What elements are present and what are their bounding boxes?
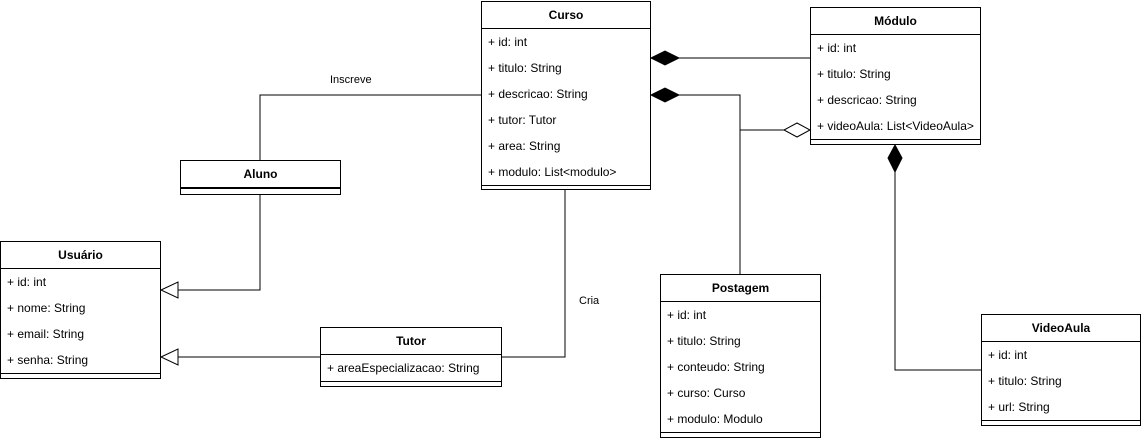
- attribute: + id: int: [817, 41, 857, 55]
- class-name: VideoAula: [982, 315, 1140, 342]
- attribute: + modulo: Modulo: [667, 412, 763, 426]
- attribute: + area: String: [488, 139, 561, 153]
- composition-diamond-modulo-videoaula: [887, 143, 903, 174]
- class-name: Módulo: [811, 8, 980, 35]
- attribute: + id: int: [7, 275, 47, 289]
- class-videoaula[interactable]: VideoAula + id: int + titulo: String + u…: [981, 314, 1141, 426]
- attribute: + titulo: String: [488, 61, 562, 75]
- attribute: + senha: String: [7, 353, 89, 367]
- operations-compartment: [181, 188, 340, 195]
- attribute: + descricao: String: [817, 93, 917, 107]
- operations-compartment: [811, 139, 980, 146]
- attribute: + id: int: [488, 35, 528, 49]
- composition-modulo-videoaula: [894, 172, 981, 371]
- label-cria: Cria: [579, 295, 600, 307]
- class-aluno[interactable]: Aluno: [180, 160, 341, 195]
- inheritance-arrow-aluno: [159, 281, 179, 299]
- operations-compartment: [321, 381, 501, 388]
- composition-curso-postagem: [678, 94, 741, 274]
- attribute: + titulo: String: [817, 67, 891, 81]
- attribute: + titulo: String: [667, 334, 741, 348]
- aggregation-diamond-modulo: [782, 122, 812, 138]
- class-name: Usuário: [1, 242, 160, 269]
- operations-compartment: [1, 373, 160, 380]
- class-name: Postagem: [661, 275, 820, 302]
- class-name: Tutor: [321, 328, 501, 355]
- class-modulo[interactable]: Módulo + id: int + titulo: String + desc…: [810, 7, 981, 145]
- attribute: + descricao: String: [488, 87, 588, 101]
- inheritance-arrow-tutor: [159, 348, 179, 366]
- association-tutor-curso: [502, 190, 566, 358]
- attribute: + nome: String: [7, 301, 86, 315]
- attribute: + videoAula: List<VideoAula>: [817, 119, 974, 133]
- class-name: Curso: [482, 2, 650, 29]
- class-curso[interactable]: Curso + id: int + titulo: String + descr…: [481, 1, 651, 190]
- attribute: + areaEspecializacao: String: [327, 361, 480, 375]
- attribute: + curso: Curso: [667, 386, 746, 400]
- attribute: + id: int: [667, 308, 707, 322]
- attribute: + titulo: String: [988, 374, 1062, 388]
- attribute: + url: String: [988, 400, 1050, 414]
- operations-compartment: [661, 432, 820, 439]
- class-name: Aluno: [181, 161, 340, 188]
- class-tutor[interactable]: Tutor + areaEspecializacao: String: [320, 327, 502, 387]
- operations-compartment: [982, 420, 1140, 427]
- composition-diamond-curso-modulo: [649, 50, 681, 66]
- class-usuario[interactable]: Usuário + id: int + nome: String + email…: [0, 241, 161, 379]
- composition-diamond-curso-postagem: [649, 87, 681, 103]
- association-aluno-curso: [259, 94, 481, 160]
- operations-compartment: [482, 185, 650, 192]
- attribute: + modulo: List<modulo>: [488, 165, 617, 179]
- label-inscreve: Inscreve: [330, 74, 372, 86]
- inheritance-aluno-usuario: [178, 195, 261, 291]
- attribute: + conteudo: String: [667, 360, 765, 374]
- attribute: + id: int: [988, 348, 1028, 362]
- class-postagem[interactable]: Postagem + id: int + titulo: String + co…: [660, 274, 821, 438]
- attribute: + email: String: [7, 327, 85, 341]
- attribute: + tutor: Tutor: [488, 113, 557, 127]
